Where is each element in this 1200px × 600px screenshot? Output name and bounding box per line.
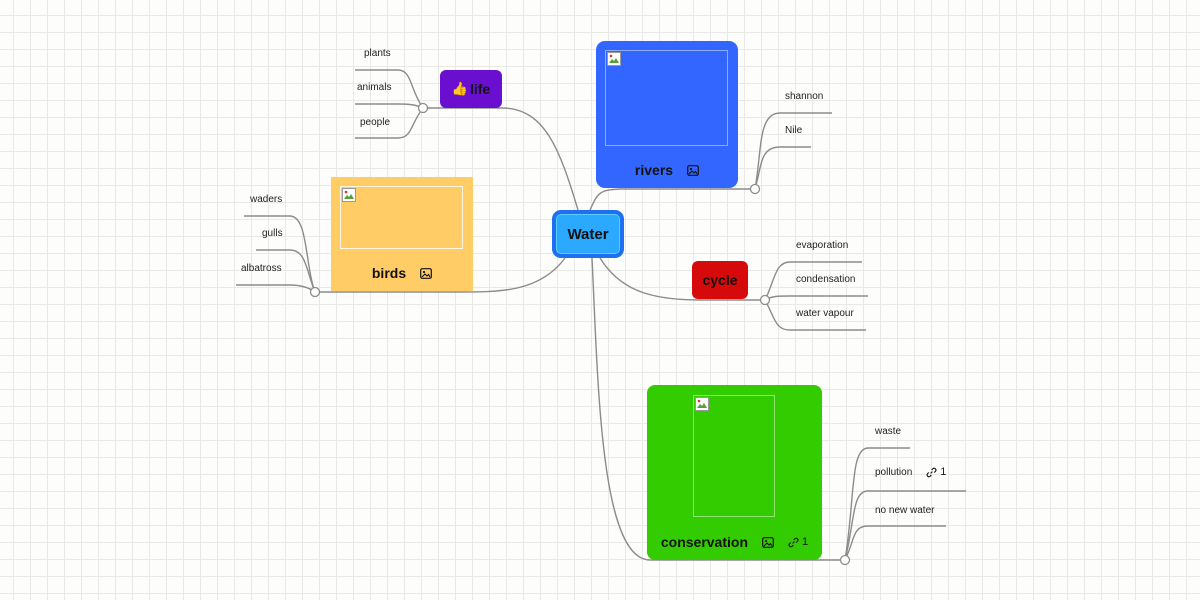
node-cycle[interactable]: cycle <box>692 261 748 299</box>
leaf-albatross[interactable]: albatross <box>241 263 282 274</box>
leaf-pollution[interactable]: pollution 1 <box>875 466 946 478</box>
leaf-condensation[interactable]: condensation <box>796 274 856 285</box>
link-cycle-evaporation <box>764 261 862 301</box>
image-icon[interactable] <box>420 267 433 279</box>
leaf-no-new-water[interactable]: no new water <box>875 505 935 516</box>
leaf-nile[interactable]: Nile <box>785 125 803 136</box>
link-root-life <box>501 107 579 211</box>
node-conservation[interactable]: conservation 1 <box>647 385 822 560</box>
image-icon[interactable] <box>687 164 699 176</box>
image-icon[interactable] <box>762 536 774 548</box>
rivers-label: rivers <box>634 162 674 178</box>
conservation-link-count[interactable]: 1 <box>788 536 808 548</box>
conservation-link-count-value: 1 <box>802 536 809 548</box>
rivers-label-row: rivers <box>596 162 738 178</box>
link-life-animals <box>355 103 424 109</box>
leaf-gulls[interactable]: gulls <box>262 228 283 239</box>
link-icon <box>926 467 937 477</box>
pollution-label: pollution <box>875 466 913 478</box>
leaf-plants[interactable]: plants <box>364 48 391 59</box>
thumbs-up-icon: 👍 <box>451 81 468 96</box>
link-rivers-nile <box>754 146 811 190</box>
broken-image-icon <box>695 397 709 411</box>
broken-image-icon <box>342 188 356 202</box>
link-birds-albatross <box>236 284 316 293</box>
conservation-label: conservation <box>660 534 748 550</box>
link-root-rivers <box>589 188 755 211</box>
node-life[interactable]: 👍 life <box>440 70 502 108</box>
conservation-image-placeholder <box>693 395 775 517</box>
link-cycle-vapour <box>764 299 866 331</box>
birds-label-row: birds <box>331 265 473 281</box>
birds-label: birds <box>371 265 407 281</box>
life-collapse-handle <box>417 102 429 114</box>
link-conservation-pollution <box>844 490 966 561</box>
link-birds-gulls <box>256 249 316 293</box>
link-root-birds <box>315 257 566 293</box>
node-birds[interactable]: birds <box>331 177 473 291</box>
life-label: life <box>469 81 491 97</box>
leaf-waders[interactable]: waders <box>250 194 283 205</box>
conservation-label-row: conservation 1 <box>647 534 822 550</box>
link-life-people <box>355 107 424 139</box>
root-node-water[interactable]: Water <box>552 210 624 258</box>
cycle-collapse-handle <box>759 294 771 306</box>
rivers-image-placeholder <box>605 50 728 146</box>
rivers-collapse-handle <box>749 183 761 195</box>
root-label: Water <box>567 225 609 243</box>
conservation-collapse-handle <box>839 554 851 566</box>
link-life-plants <box>355 69 424 109</box>
node-rivers[interactable]: rivers <box>596 41 738 188</box>
link-conservation-nonew <box>844 525 946 561</box>
link-cycle-condensation <box>764 295 868 301</box>
link-root-cycle <box>599 257 765 301</box>
link-conservation-waste <box>844 447 910 561</box>
leaf-shannon[interactable]: shannon <box>785 91 824 102</box>
pollution-link-count-value: 1 <box>940 466 947 478</box>
leaf-people[interactable]: people <box>360 117 391 128</box>
link-rivers-shannon <box>754 112 832 190</box>
broken-image-icon <box>607 52 621 66</box>
pollution-link-count[interactable]: 1 <box>926 466 946 478</box>
link-root-conservation <box>591 257 845 561</box>
birds-image-placeholder <box>340 186 463 249</box>
link-icon <box>788 537 799 547</box>
leaf-waste[interactable]: waste <box>875 426 902 437</box>
birds-collapse-handle <box>309 286 321 298</box>
leaf-evaporation[interactable]: evaporation <box>796 240 849 251</box>
leaf-animals[interactable]: animals <box>357 82 392 93</box>
leaf-water-vapour[interactable]: water vapour <box>796 308 854 319</box>
cycle-label: cycle <box>702 272 738 288</box>
